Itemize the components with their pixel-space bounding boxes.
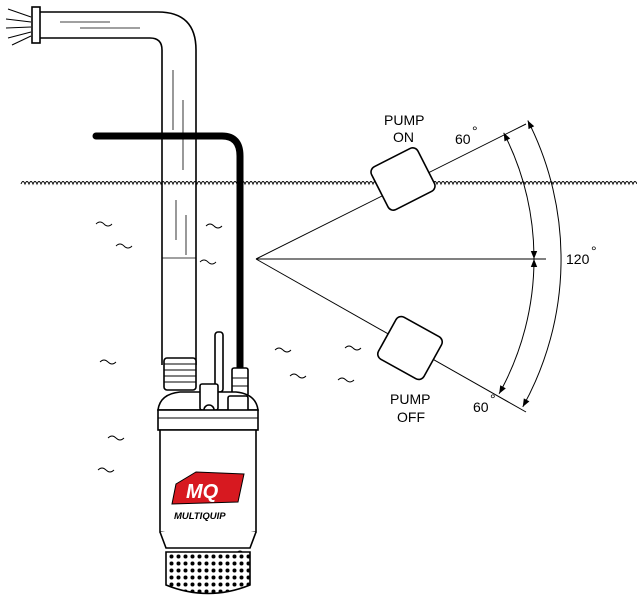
- angle-total-label: 120: [566, 251, 590, 267]
- submersible-pump: [157, 331, 259, 595]
- brand-name: MULTIQUIP: [174, 511, 226, 522]
- arc-arrowheads: [499, 120, 538, 407]
- water-spray-icon: [5, 8, 32, 46]
- arrowhead-lower-start: [530, 259, 538, 267]
- pump-on-label-line2: ON: [393, 129, 414, 145]
- arrowhead-lower-end: [499, 385, 506, 394]
- angle-lower-degree: °: [490, 391, 496, 407]
- float-switch-on: [370, 147, 436, 211]
- angle-total-degree: °: [591, 243, 597, 259]
- float-switch-off: [376, 315, 444, 381]
- power-cable: [92, 132, 244, 376]
- angle-arcs: [498, 120, 562, 408]
- discharge-nozzle: [5, 6, 41, 46]
- arrowhead-upper-start: [503, 132, 511, 142]
- water-ripples: [95, 221, 362, 473]
- water-surface-line: [20, 181, 637, 186]
- brand-logo-mark: MQ: [186, 481, 219, 503]
- pump-on-label-line1: PUMP: [384, 112, 424, 128]
- angle-upper-degree: °: [472, 123, 478, 139]
- arrowhead-total-end: [522, 398, 530, 407]
- arrowhead-total-start: [527, 120, 535, 130]
- angle-lower-label: 60: [473, 399, 489, 415]
- angle-upper-label: 60: [455, 131, 471, 147]
- discharge-pipe: [40, 11, 197, 365]
- pump-off-label-line1: PUMP: [390, 391, 430, 407]
- arrowhead-upper-end: [530, 251, 538, 259]
- brand-logo: MQ MULTIQUIP: [171, 471, 245, 522]
- pump-off-label-line2: OFF: [397, 409, 425, 425]
